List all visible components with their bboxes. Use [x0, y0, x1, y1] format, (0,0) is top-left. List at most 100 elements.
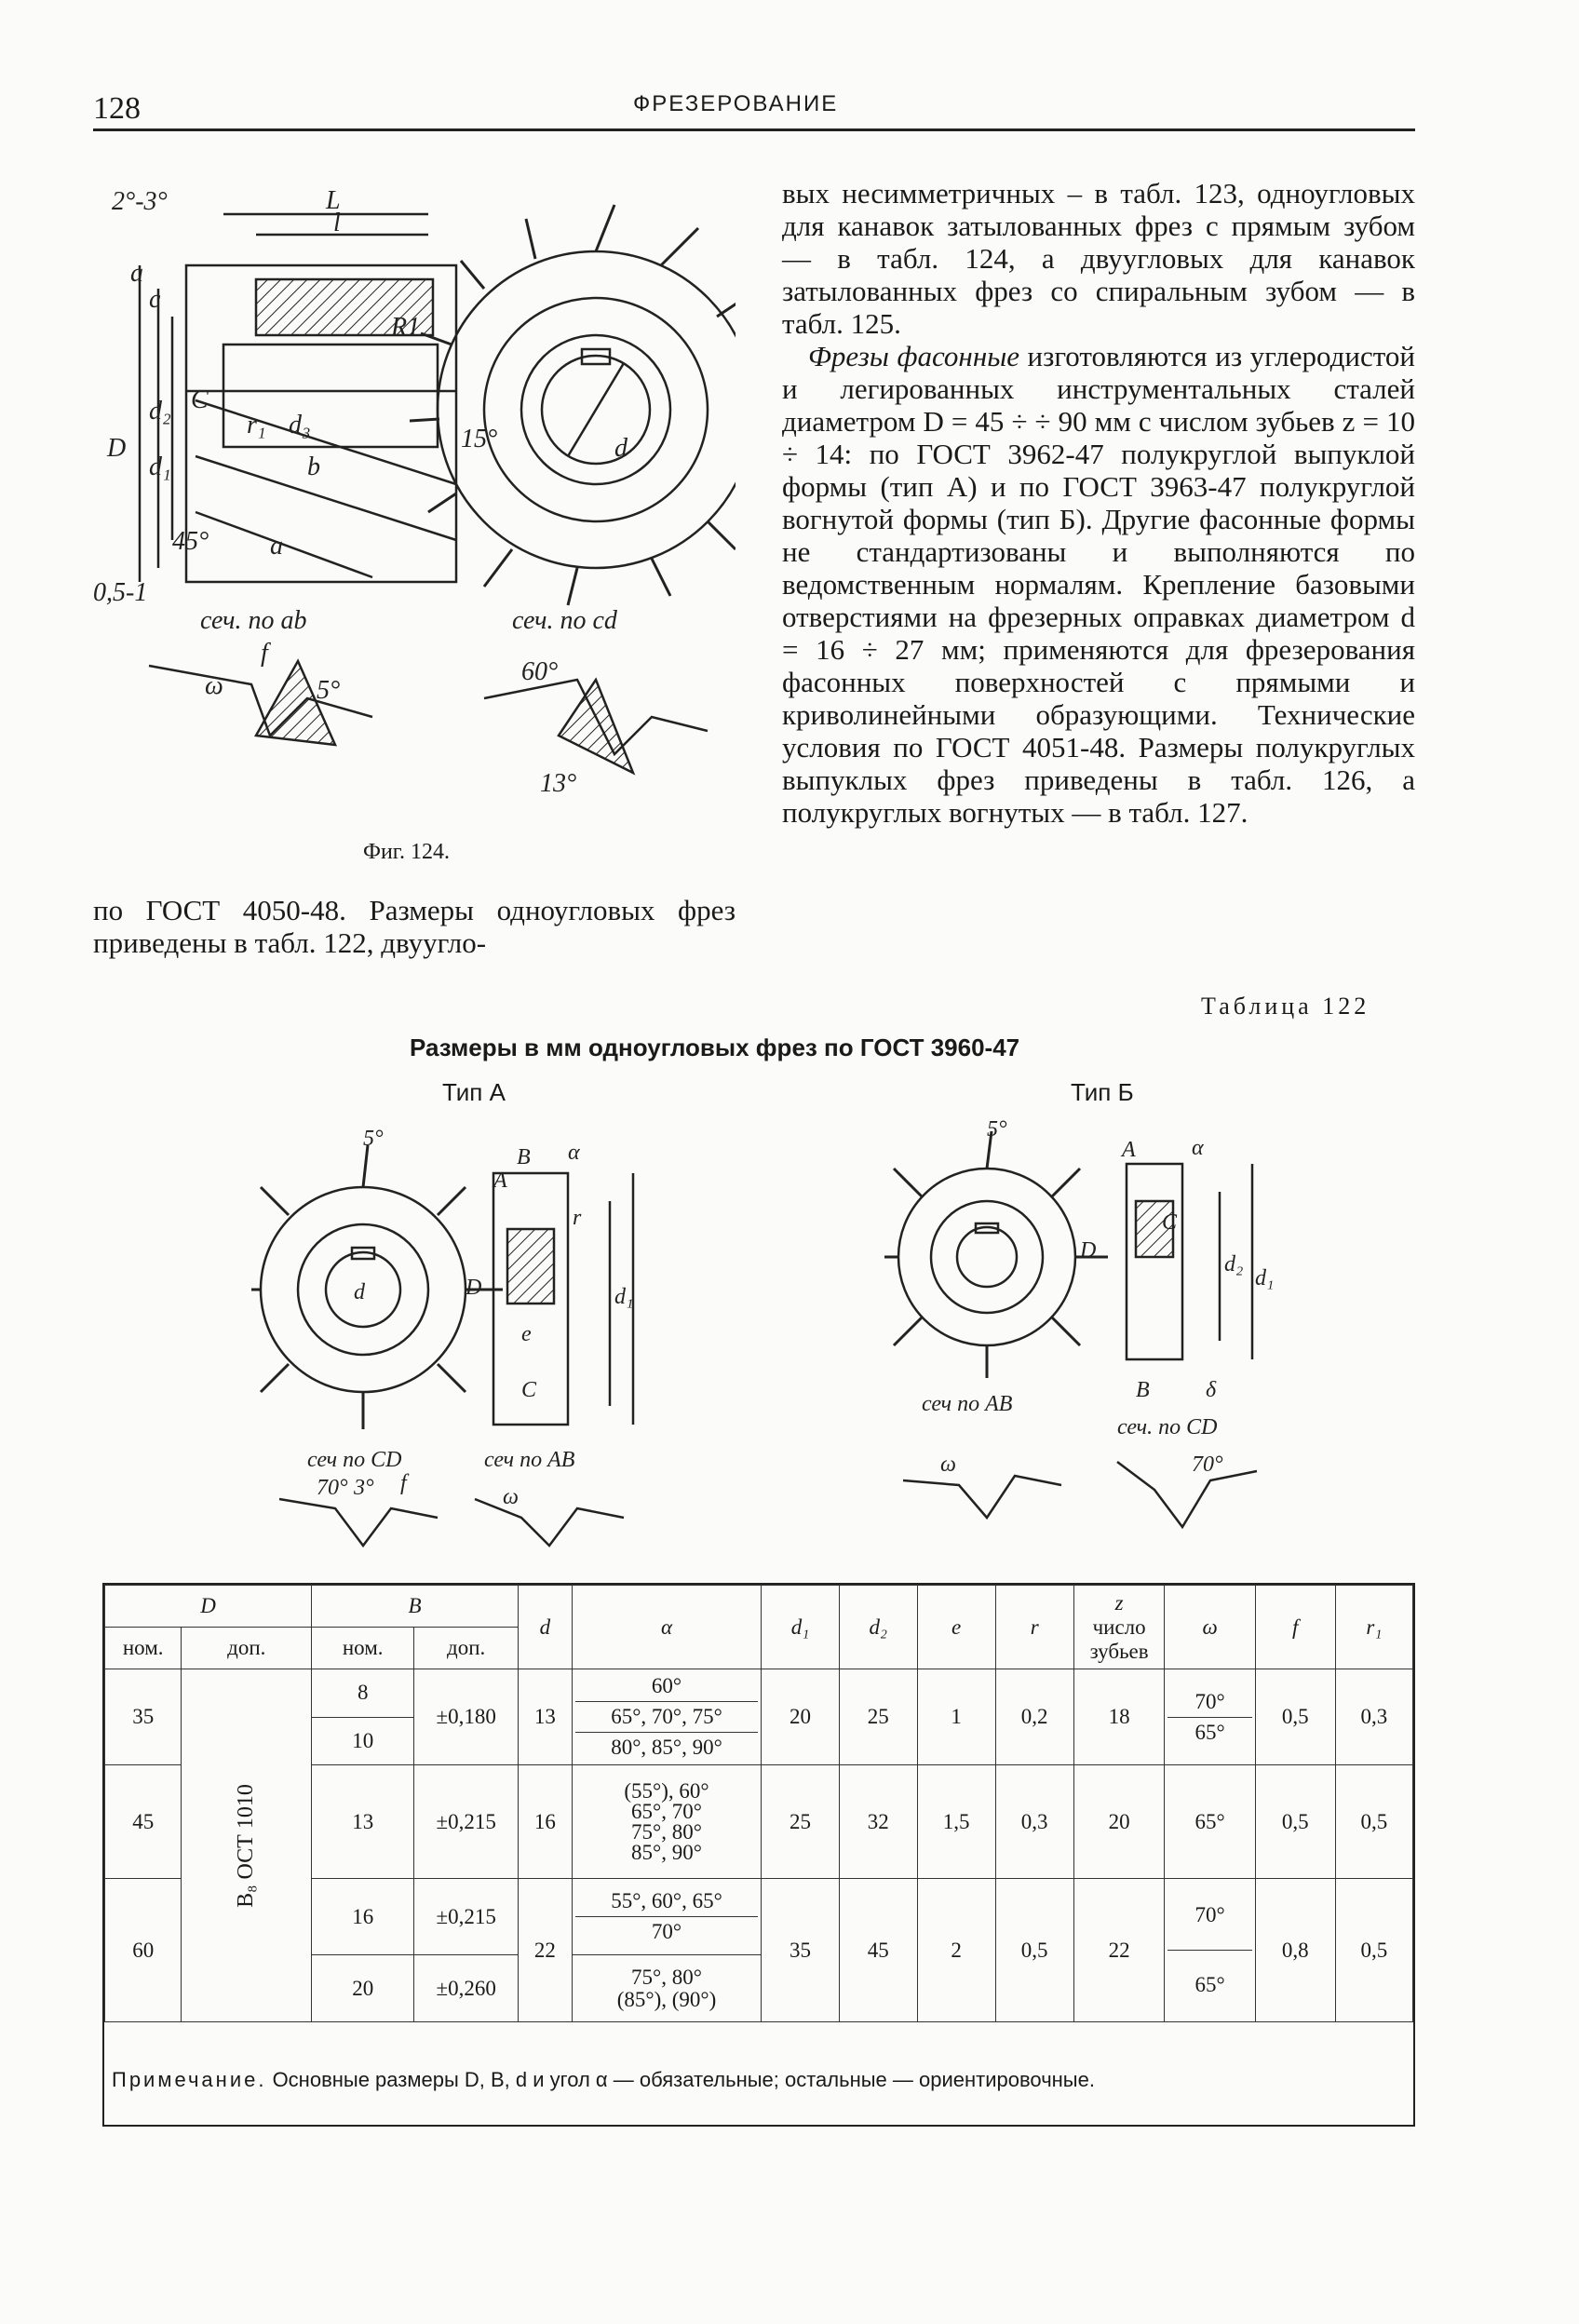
typea-r: r	[573, 1206, 582, 1230]
typea-five: 5°	[363, 1127, 384, 1151]
cell-B-tol: ±0,180	[413, 1669, 520, 1765]
cell-z: 22	[1073, 1878, 1166, 2022]
cell-r1: 0,3	[1334, 1669, 1414, 1765]
alpha-value: 60°	[651, 1674, 682, 1697]
typeb-sec-ab: сеч по AB	[922, 1392, 1013, 1416]
alpha-value: 65°, 70°	[631, 1799, 702, 1823]
typea-f: f	[400, 1471, 410, 1495]
cell-B: 10	[311, 1716, 415, 1765]
label-d: d	[614, 434, 628, 463]
cell-D-tolerance: B₈ ОСТ 1010	[181, 1669, 313, 2022]
alpha-value: 70°	[574, 1916, 759, 1947]
cell-d1: 20	[761, 1669, 840, 1765]
col-D: D	[103, 1585, 313, 1628]
typeb-d2: d₂	[1224, 1252, 1243, 1277]
typea-sec-ab: сеч по AB	[484, 1448, 575, 1472]
typea-e: e	[521, 1322, 532, 1346]
note-lead: Примечание.	[112, 2068, 267, 2091]
cell-B-tol: ±0,260	[413, 1954, 520, 2022]
typeb-sec-cd: сеч. по CD	[1117, 1415, 1217, 1439]
paragraph-2: Фрезы фасонные изготовляются из углероди…	[782, 340, 1415, 829]
cell-B: 20	[311, 1954, 415, 2022]
col-D-dop: доп.	[181, 1627, 313, 1669]
cell-alpha: 55°, 60°, 65° 70°	[571, 1877, 763, 1956]
cell-d1: 35	[761, 1878, 840, 2022]
col-f: f	[1254, 1585, 1336, 1669]
typeb-D: D	[1079, 1238, 1096, 1263]
typeb-omega: ω	[940, 1452, 956, 1477]
label-sec-ab: сеч. по ab	[200, 606, 306, 635]
tolerance-label: B₈ ОСТ 1010	[234, 1783, 259, 1908]
cell-d: 16	[518, 1764, 573, 1879]
typea-C: C	[521, 1378, 537, 1402]
cell-omega: 70° 65°	[1164, 1669, 1256, 1765]
omega-value: 65°	[1167, 1716, 1252, 1748]
label-d1: d₁	[149, 453, 171, 481]
label-omega: ω	[205, 671, 223, 700]
col-B-dop: доп.	[413, 1627, 520, 1669]
note-text: Основные размеры D, B, d и угол α — обяз…	[266, 2068, 1095, 2091]
typea-d: d	[354, 1280, 366, 1304]
label-a: a	[130, 259, 143, 288]
cell-z: 20	[1073, 1764, 1166, 1879]
label-C: C	[191, 385, 209, 414]
type-a-label: Тип А	[442, 1078, 506, 1106]
cell-r: 0,2	[994, 1669, 1074, 1765]
running-title: ФРЕЗЕРОВАНИЕ	[633, 91, 839, 116]
typea-alpha: α	[568, 1141, 580, 1165]
col-z-sub: число зубьев	[1089, 1615, 1149, 1663]
left-paragraph: по ГОСТ 4050-48. Размеры одноугловых фре…	[93, 894, 736, 959]
paragraph-2-body: изготовляются из углеродистой и легирова…	[782, 340, 1415, 829]
alpha-value: 85°, 90°	[631, 1840, 702, 1864]
label-L: L	[325, 186, 341, 215]
label-thirteen: 13°	[540, 769, 576, 798]
cell-z: 18	[1073, 1669, 1166, 1765]
cell-f: 0,5	[1254, 1764, 1336, 1879]
alpha-value: 65°, 70°, 75°	[574, 1701, 759, 1732]
cell-omega: 65°	[1164, 1764, 1256, 1879]
type-b-label: Тип Б	[1071, 1078, 1134, 1106]
figure-type-a: 5° B A α r D d₁ d e C сеч по CD сеч по A…	[251, 1127, 635, 1548]
typea-d1: d₁	[614, 1285, 633, 1309]
typeb-delta: δ	[1206, 1378, 1217, 1402]
figure-type-b: 5° α A D d₂ d₁ B C δ сеч по AB сеч. по C…	[884, 1117, 1274, 1530]
cell-r: 0,5	[994, 1878, 1074, 2022]
cell-d: 13	[518, 1669, 573, 1765]
col-B: B	[311, 1585, 520, 1628]
col-z-symbol: z	[1114, 1590, 1124, 1615]
col-r: r	[994, 1585, 1074, 1669]
table-row: 35 B₈ ОСТ 1010 8 ±0,180 13 60° 65°, 70°,…	[103, 1669, 1414, 2022]
cell-f: 0,5	[1254, 1669, 1336, 1765]
label-b: b	[307, 453, 320, 481]
header-rule	[93, 128, 1415, 131]
cell-f: 0,8	[1254, 1878, 1336, 2022]
typea-B: B	[517, 1145, 531, 1169]
table-row: 45 13 ±0,215 16 (55°), 60° 65°, 70° 75°,…	[103, 1764, 1414, 1879]
typeb-seventy: 70°	[1192, 1452, 1223, 1477]
cell-B-tol: ±0,215	[413, 1764, 520, 1879]
col-r1: r₁	[1334, 1585, 1414, 1669]
typeb-C: C	[1162, 1210, 1178, 1235]
table-row: 60 16 ±0,215 22 55°, 60°, 65° 70° 35 45 …	[103, 1877, 1414, 2022]
label-angle-top: 2°-3°	[112, 187, 168, 216]
cell-r1: 0,5	[1334, 1764, 1414, 1879]
label-bottom: 0,5-1	[93, 578, 147, 607]
cell-alpha: (55°), 60° 65°, 70° 75°, 80° 85°, 90°	[571, 1764, 763, 1879]
cell-d: 22	[518, 1878, 573, 2022]
alpha-value: 75°, 80°	[631, 1965, 702, 1989]
table-title: Размеры в мм одноугловых фрез по ГОСТ 39…	[410, 1034, 1020, 1061]
table-note: Примечание. Основные размеры D, B, d и у…	[112, 2067, 1406, 2093]
cell-D: 35	[103, 1669, 182, 1765]
figure-caption: Фиг. 124.	[363, 840, 450, 864]
label-d2: d₂	[149, 397, 171, 426]
cell-d1: 25	[761, 1764, 840, 1879]
cell-r: 0,3	[994, 1764, 1074, 1879]
omega-value: 70°	[1194, 1903, 1225, 1926]
cell-B: 16	[311, 1877, 415, 1956]
label-sec-cd: сеч. по cd	[512, 606, 618, 635]
typeb-A: A	[1120, 1138, 1136, 1162]
label-d3: d₃	[289, 411, 311, 439]
alpha-value: 55°, 60°, 65°	[611, 1889, 722, 1913]
label-R1: R1	[390, 313, 420, 342]
